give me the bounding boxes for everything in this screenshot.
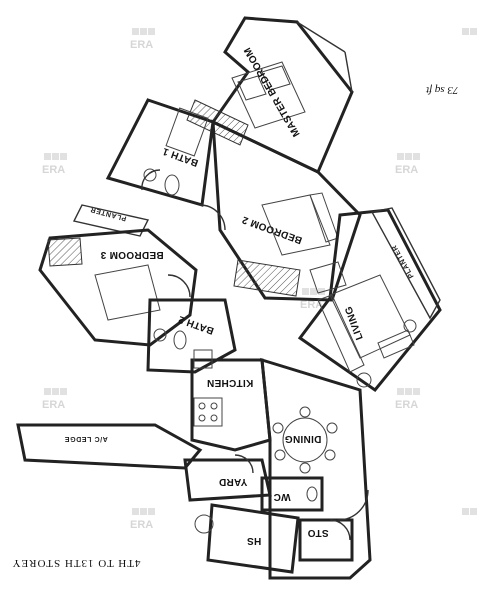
watermark-layer: ERA ERA ERA ERA ERA ERA ERA [42, 28, 477, 531]
living-wing [297, 207, 442, 393]
wc-toilet [306, 486, 318, 502]
chair [272, 422, 284, 434]
stove [193, 397, 223, 427]
dining-table [282, 417, 328, 463]
planter-right-walls [370, 207, 441, 320]
shelter-vent [194, 514, 214, 534]
watermark-logo: ERA [42, 388, 67, 411]
pillow [261, 65, 291, 91]
label-hs: HS [247, 535, 262, 546]
kitchen-walls [190, 358, 272, 452]
watermark-logo: ERA [130, 28, 155, 51]
bedroom3-walls [38, 228, 198, 347]
room-labels: MASTER BEDROOM BATH 1 PLANTER BEDROOM 2 … [64, 45, 415, 546]
burner [198, 414, 206, 422]
label-kitchen: KITCHEN [207, 377, 254, 388]
label-master-bedroom: MASTER BEDROOM [242, 45, 302, 138]
label-planter-right: PLANTER [391, 243, 416, 279]
chair [324, 449, 336, 461]
label-wc: WC [273, 491, 290, 502]
bed-headboard [309, 192, 339, 243]
wc-walls [260, 476, 324, 512]
svg-text:ERA: ERA [395, 399, 418, 411]
sofa [317, 294, 365, 373]
side-table [403, 319, 417, 333]
bedroom2-bed [261, 194, 331, 256]
burner [210, 402, 218, 410]
door-swing [199, 204, 226, 231]
balcony-edge [296, 21, 346, 53]
label-yard: YARD [219, 476, 248, 487]
watermark-logo: ERA [130, 508, 155, 531]
bath1-sink [143, 168, 157, 182]
ac-ledge-walls [16, 423, 203, 470]
label-planter-top: PLANTER [89, 205, 127, 221]
svg-text:ERA: ERA [395, 164, 418, 176]
label-dining: DINING [285, 433, 322, 444]
label-bath2: BATH 2 [177, 313, 216, 336]
label-ac-ledge: A/C LEDGE [64, 435, 108, 442]
watermark-logo [462, 508, 477, 515]
balcony-edge [344, 51, 353, 93]
bedroom2-wardrobe [233, 259, 301, 297]
bathtub [165, 107, 209, 157]
bath1-toilet [164, 174, 180, 196]
dining-walls [260, 357, 372, 580]
chair [299, 406, 311, 418]
chair [274, 449, 286, 461]
label-bedroom2: BEDROOM 2 [240, 213, 303, 245]
chair [299, 462, 311, 474]
service-block [16, 298, 372, 580]
tv-console [309, 261, 347, 294]
pillow [237, 75, 267, 101]
sofa [377, 329, 415, 359]
burner [210, 414, 218, 422]
bath2-sink [153, 328, 167, 342]
master-bedroom-walls [210, 16, 354, 175]
label-living: LIVING [343, 304, 365, 341]
bedroom3-wardrobe [47, 237, 83, 267]
washer [193, 349, 213, 369]
lamp [356, 372, 372, 388]
watermark-logo: ERA [42, 153, 67, 176]
burner [198, 402, 206, 410]
master-bed [231, 61, 306, 129]
watermark-logo: ERA [395, 153, 420, 176]
area-label: 73 sq ft [425, 84, 458, 96]
watermark-logo: ERA [395, 388, 420, 411]
bath1-walls [105, 98, 215, 207]
svg-text:ERA: ERA [42, 164, 65, 176]
bath2-toilet [173, 330, 187, 350]
label-bedroom3: BEDROOM 3 [100, 249, 163, 260]
svg-text:ERA: ERA [300, 299, 323, 311]
chair [326, 422, 338, 434]
label-store: STO [307, 527, 328, 538]
door-swing [234, 454, 254, 474]
door-swing [167, 274, 191, 298]
hs-walls [206, 503, 300, 574]
label-bath1: BATH 1 [161, 145, 200, 168]
yard-walls [183, 458, 272, 502]
planter-top-walls [72, 204, 150, 237]
storey-caption: 4TH TO 13TH STOREY [12, 557, 141, 569]
svg-text:ERA: ERA [130, 39, 153, 51]
svg-text:ERA: ERA [130, 519, 153, 531]
bedroom3-bed [94, 264, 161, 321]
door-swing [329, 519, 351, 541]
living-walls [297, 208, 442, 393]
svg-text:ERA: ERA [42, 399, 65, 411]
watermark-logo [462, 28, 477, 35]
entry-door-swing [337, 489, 369, 521]
upper-wing [38, 16, 362, 347]
door-swing [141, 169, 161, 191]
watermark-logo: ERA [300, 288, 325, 311]
